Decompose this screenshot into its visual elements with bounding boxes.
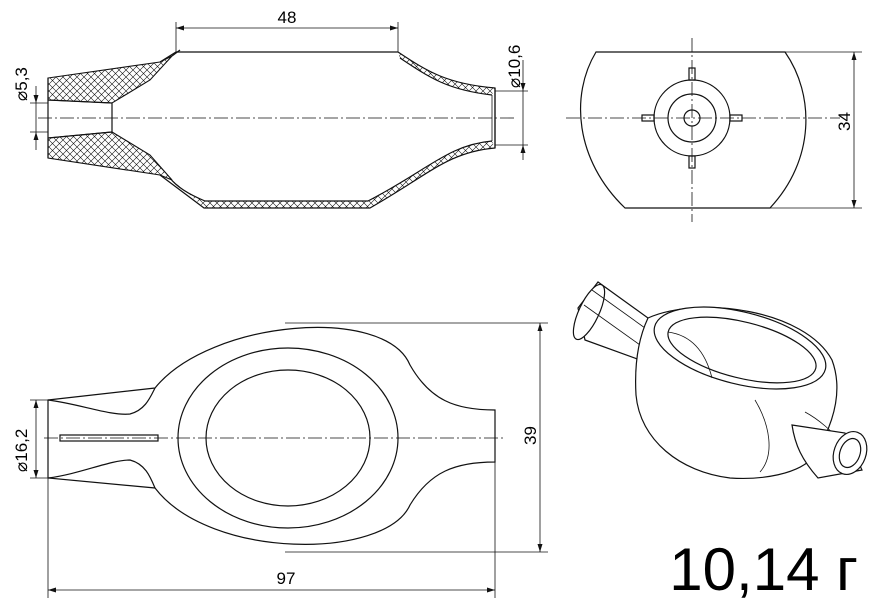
dim-bottom-length: 97 (277, 569, 296, 588)
top-wall-hatch-right-upper (398, 52, 495, 95)
top-cone-upper-hatch (47, 55, 173, 104)
side-bore (683, 109, 701, 127)
isometric-view (572, 281, 868, 479)
top-section-view: 48 ⌀5,3 ⌀10,6 (12, 8, 528, 209)
side-end-view: 34 (566, 38, 862, 222)
top-wall-hatch-lower (204, 201, 370, 208)
top-cone-lower-hatch (47, 131, 173, 181)
bottom-outline (47, 326, 496, 545)
dim-bottom-height: 39 (521, 426, 540, 445)
dim-bottom-left-diameter: ⌀16,2 (12, 429, 31, 472)
top-body-inner-wall (171, 49, 181, 57)
dim-top-length: 48 (278, 8, 297, 27)
side-outline (580, 51, 807, 209)
dim-top-right-diameter: ⌀10,6 (505, 45, 524, 88)
dim-side-height: 34 (835, 112, 854, 131)
top-wall-hatch-left-lower (150, 155, 205, 208)
top-body-outline (159, 51, 496, 209)
top-wall-lower (169, 140, 493, 202)
iso-bowl-inner (667, 316, 817, 384)
weight-label: 10,14 г (669, 536, 858, 603)
dim-top-left-diameter: ⌀5,3 (12, 67, 31, 101)
side-inner-ring (667, 93, 717, 143)
top-wall-hatch-right-lower (368, 141, 495, 208)
bottom-plan-view: ⌀16,2 39 97 (12, 322, 548, 598)
